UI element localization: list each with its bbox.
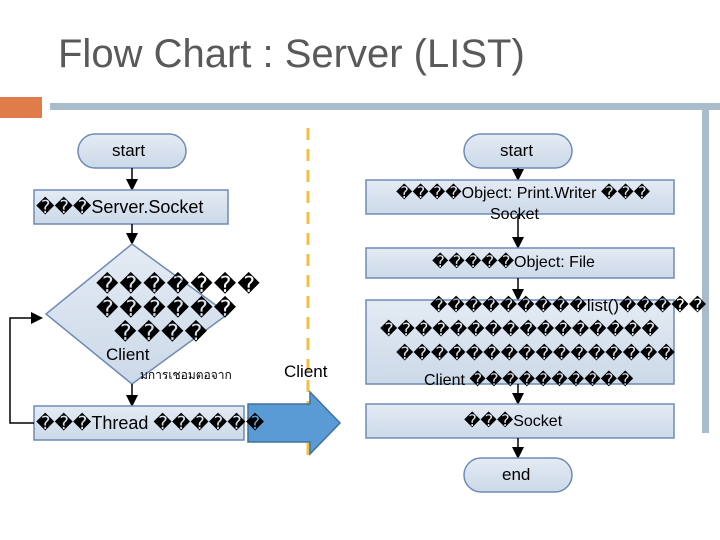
list-line-3: ���������������� bbox=[396, 344, 675, 363]
decision-line-3: ���� bbox=[114, 320, 209, 345]
decision-line-1: ������� bbox=[96, 272, 261, 297]
decision-line-2: ������ bbox=[96, 296, 238, 321]
right-end-terminal bbox=[463, 457, 573, 493]
page-title: Flow Chart : Server (LIST) bbox=[58, 32, 525, 76]
list-line-4: Client ���������� bbox=[424, 372, 634, 389]
right-start-label: start bbox=[500, 141, 534, 160]
right-end-label: end bbox=[502, 465, 531, 484]
middle-client-label: Client bbox=[284, 362, 328, 381]
right-socket-box bbox=[365, 403, 675, 439]
writer-line-2: Socket bbox=[490, 206, 539, 223]
loop-back-arrow bbox=[9, 312, 43, 424]
writer-line-1: ����Object: Print.Writer ��� bbox=[396, 185, 651, 202]
decision-sub-label: มการเชอมตอจาก bbox=[140, 368, 232, 382]
left-create-socket-label: ���Server.Socket bbox=[36, 197, 204, 217]
list-line-1: ���������list()����� bbox=[430, 296, 707, 315]
left-create-socket-box bbox=[33, 189, 229, 225]
client-connect-arrow bbox=[247, 390, 342, 456]
left-thread-box bbox=[33, 405, 245, 441]
left-thread-label: ���Thread ������ bbox=[36, 413, 265, 433]
right-writer-box bbox=[365, 179, 675, 215]
right-file-label: �����Object: File bbox=[432, 254, 595, 271]
title-accent-orange bbox=[0, 97, 42, 118]
list-line-2: ���������������� bbox=[380, 320, 659, 339]
title-accent-line bbox=[50, 103, 720, 110]
right-file-box bbox=[365, 247, 675, 279]
side-accent-line bbox=[702, 103, 709, 433]
left-start-label: start bbox=[112, 141, 146, 160]
right-list-box bbox=[365, 299, 675, 385]
right-socket-label: ���Socket bbox=[464, 413, 563, 430]
decision-client-label: Client bbox=[106, 345, 150, 364]
